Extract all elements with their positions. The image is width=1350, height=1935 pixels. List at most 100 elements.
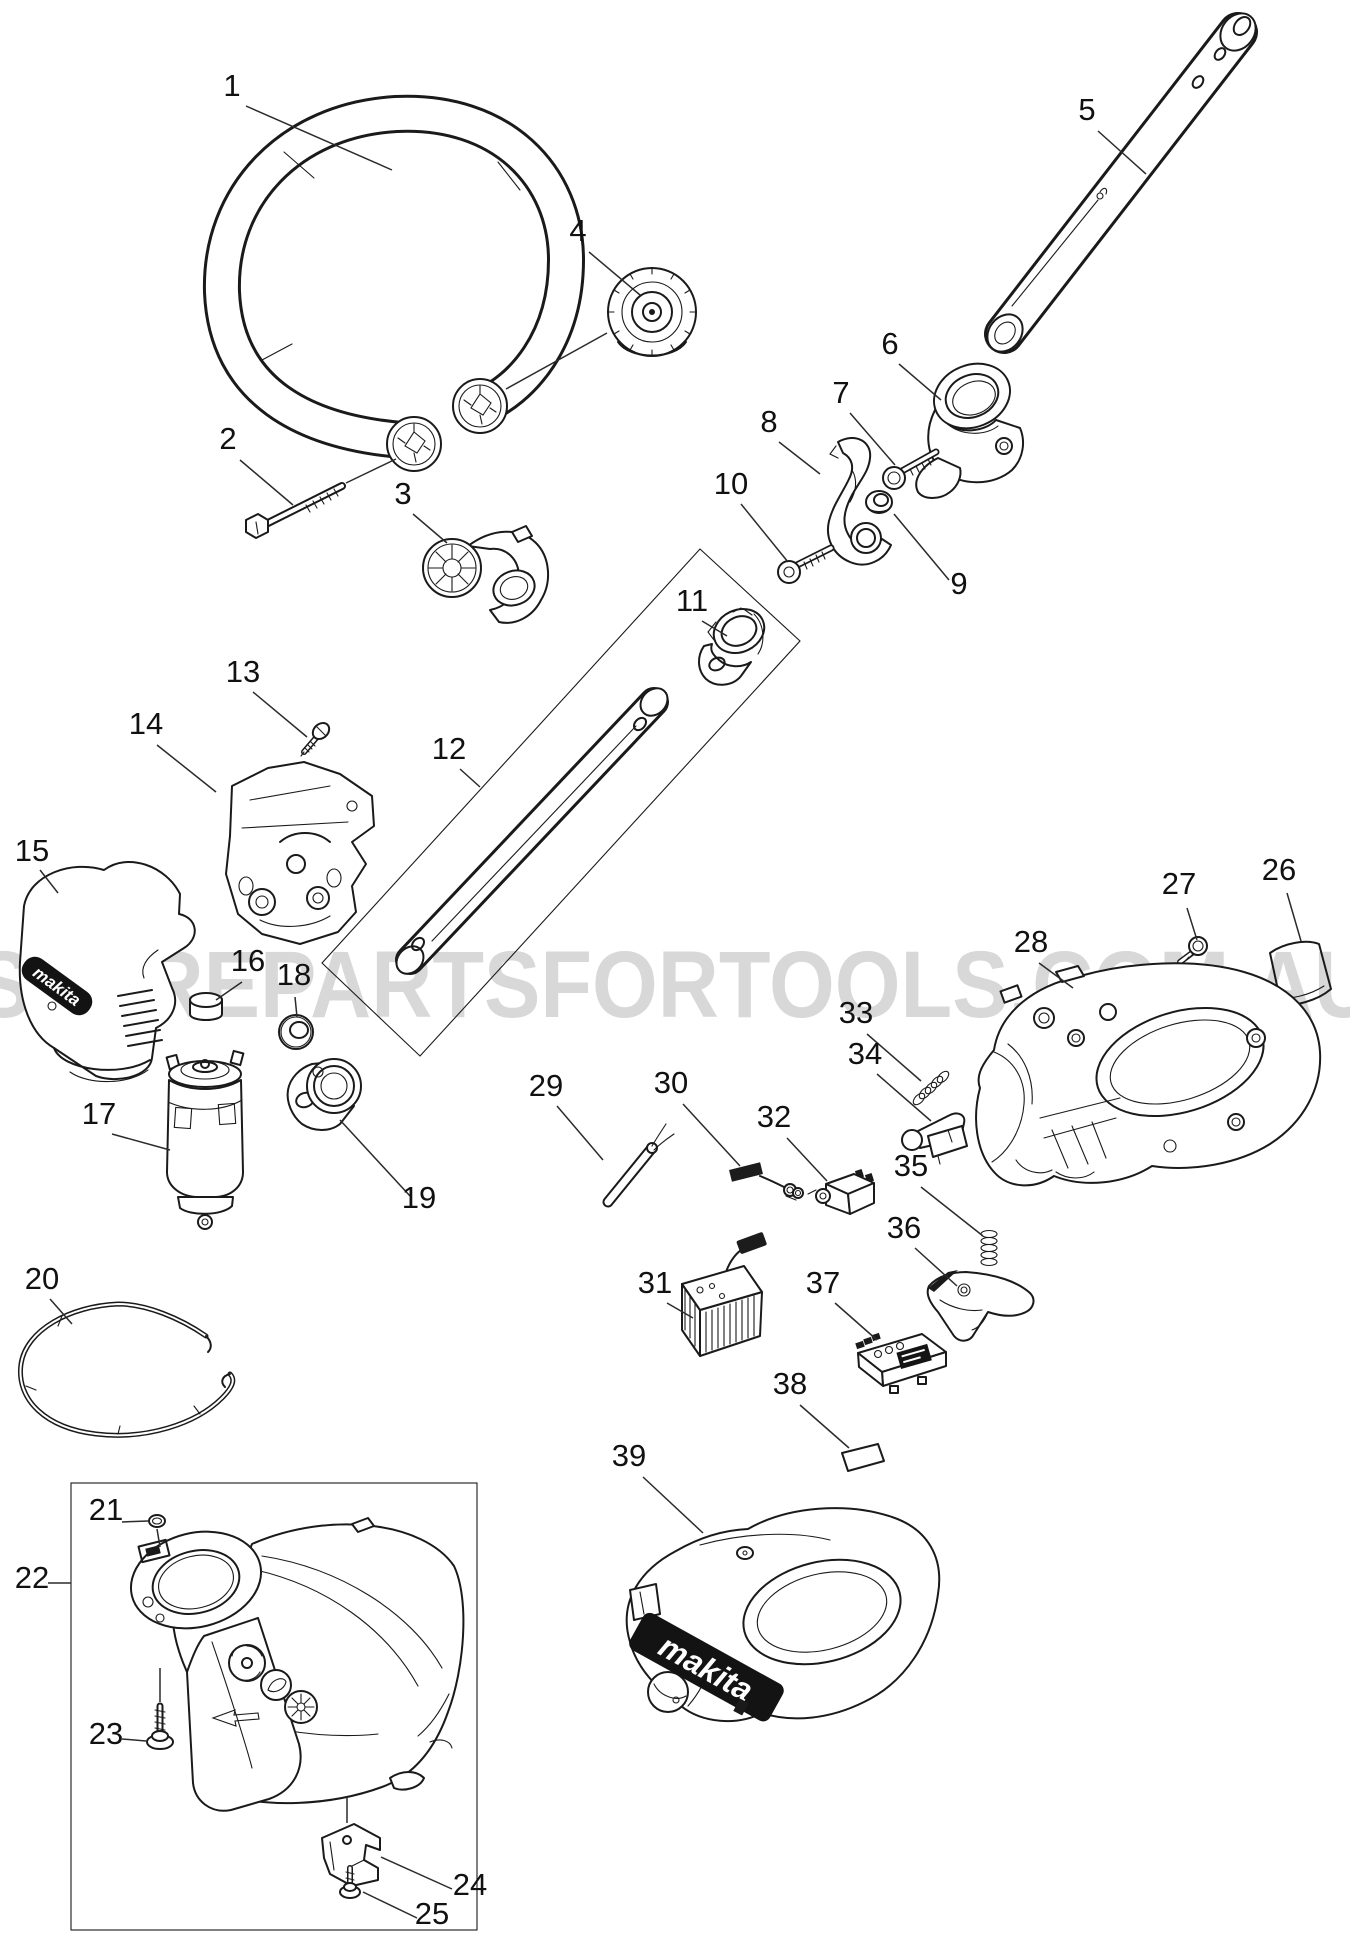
part-number-22: 22 xyxy=(15,1560,49,1595)
part-number-30: 30 xyxy=(654,1065,688,1100)
part-31-controller xyxy=(681,1232,767,1357)
leader-24 xyxy=(380,1856,453,1890)
leader-32 xyxy=(786,1137,828,1182)
part-32-switch xyxy=(807,1168,875,1215)
part-number-25: 25 xyxy=(415,1896,449,1931)
part-36-trigger xyxy=(926,1270,1035,1342)
leader-25 xyxy=(362,1891,418,1919)
part-14-gear-housing xyxy=(225,761,375,945)
leader-20 xyxy=(49,1298,73,1325)
part-number-34: 34 xyxy=(848,1036,882,1071)
leader-2-axis xyxy=(345,458,397,484)
leader-3 xyxy=(412,513,448,544)
part-number-5: 5 xyxy=(1078,92,1095,127)
part-21-o-ring xyxy=(148,1514,166,1528)
part-number-8: 8 xyxy=(760,404,777,439)
part-number-29: 29 xyxy=(529,1068,563,1103)
part-38-label xyxy=(841,1443,885,1472)
leader-36 xyxy=(914,1247,958,1287)
part-number-2: 2 xyxy=(219,421,236,456)
leader-28 xyxy=(1038,962,1074,989)
leader-15 xyxy=(39,869,59,894)
leader-38 xyxy=(799,1404,850,1449)
part-7-screw xyxy=(882,448,940,490)
part-number-7: 7 xyxy=(832,375,849,410)
leader-12 xyxy=(459,768,481,788)
part-28-housing-right xyxy=(975,962,1322,1187)
leader-23 xyxy=(121,1738,147,1742)
part-number-18: 18 xyxy=(277,957,311,992)
leader-31 xyxy=(666,1302,694,1319)
part-1-loop-handle xyxy=(202,94,586,472)
part-number-6: 6 xyxy=(881,326,898,361)
part-30-link xyxy=(729,1162,804,1201)
callout-numbers: 1 2 3 4 5 6 7 8 9 10 11 12 13 14 15 16 1… xyxy=(15,68,1296,1931)
part-15-motor-housing: makita xyxy=(18,861,196,1083)
part-number-9: 9 xyxy=(950,566,967,601)
part-25-screw xyxy=(339,1865,361,1899)
part-number-16: 16 xyxy=(231,943,265,978)
leader-6 xyxy=(898,363,942,401)
part-13-screw xyxy=(300,722,331,757)
part-18-bearing xyxy=(278,1014,314,1050)
part-number-35: 35 xyxy=(894,1148,928,1183)
part-number-11: 11 xyxy=(676,583,708,618)
part-39-housing-left: makita xyxy=(625,1507,941,1723)
leader-19 xyxy=(339,1119,411,1197)
part-22-guard-assembly xyxy=(70,1482,478,1931)
part-number-1: 1 xyxy=(223,68,240,103)
leader-lines xyxy=(39,105,1302,1919)
part-number-38: 38 xyxy=(773,1366,807,1401)
leader-18 xyxy=(294,996,298,1018)
leader-5 xyxy=(1097,130,1147,175)
part-number-21: 21 xyxy=(89,1492,123,1527)
part-33-spring xyxy=(912,1070,950,1106)
part-number-27: 27 xyxy=(1162,866,1196,901)
part-number-3: 3 xyxy=(394,476,411,511)
leader-35 xyxy=(920,1186,984,1237)
part-12-lower-shaft-box xyxy=(321,548,801,1057)
leader-4 xyxy=(588,251,641,296)
leader-29 xyxy=(556,1105,604,1161)
leader-39 xyxy=(642,1476,704,1534)
part-27-screw xyxy=(1177,936,1208,965)
leader-37 xyxy=(834,1302,878,1341)
part-29-rod xyxy=(602,1123,675,1208)
leader-33 xyxy=(866,1033,922,1082)
part-17-motor xyxy=(165,1049,245,1230)
part-number-12: 12 xyxy=(432,731,466,766)
part-number-20: 20 xyxy=(25,1261,59,1296)
leader-11 xyxy=(701,620,728,637)
part-34-shaft-lock xyxy=(901,1112,968,1165)
part-number-28: 28 xyxy=(1014,924,1048,959)
leader-13 xyxy=(252,691,308,738)
part-number-13: 13 xyxy=(226,654,260,689)
leader-9 xyxy=(893,513,950,581)
leader-17 xyxy=(111,1133,171,1151)
part-number-19: 19 xyxy=(402,1180,436,1215)
part-number-31: 31 xyxy=(638,1265,672,1300)
part-8-lock-lever xyxy=(827,437,892,566)
part-2-bolt xyxy=(245,482,346,539)
part-number-26: 26 xyxy=(1262,852,1296,887)
part-number-14: 14 xyxy=(129,706,163,741)
leader-21 xyxy=(121,1520,149,1523)
part-number-37: 37 xyxy=(806,1265,840,1300)
leader-10 xyxy=(740,503,789,563)
part-number-17: 17 xyxy=(82,1096,116,1131)
part-number-39: 39 xyxy=(612,1438,646,1473)
leader-4-axis xyxy=(505,332,608,390)
leader-26 xyxy=(1286,892,1302,942)
part-number-4: 4 xyxy=(569,213,586,248)
part-number-23: 23 xyxy=(89,1716,123,1751)
leader-7 xyxy=(849,412,896,466)
part-3-handle-clamp xyxy=(422,525,550,624)
part-number-24: 24 xyxy=(453,1867,487,1902)
part-number-10: 10 xyxy=(714,466,748,501)
leader-2 xyxy=(239,459,294,506)
part-37-terminal-block xyxy=(855,1332,947,1394)
part-9-nut xyxy=(865,490,893,514)
leader-27 xyxy=(1186,907,1198,941)
